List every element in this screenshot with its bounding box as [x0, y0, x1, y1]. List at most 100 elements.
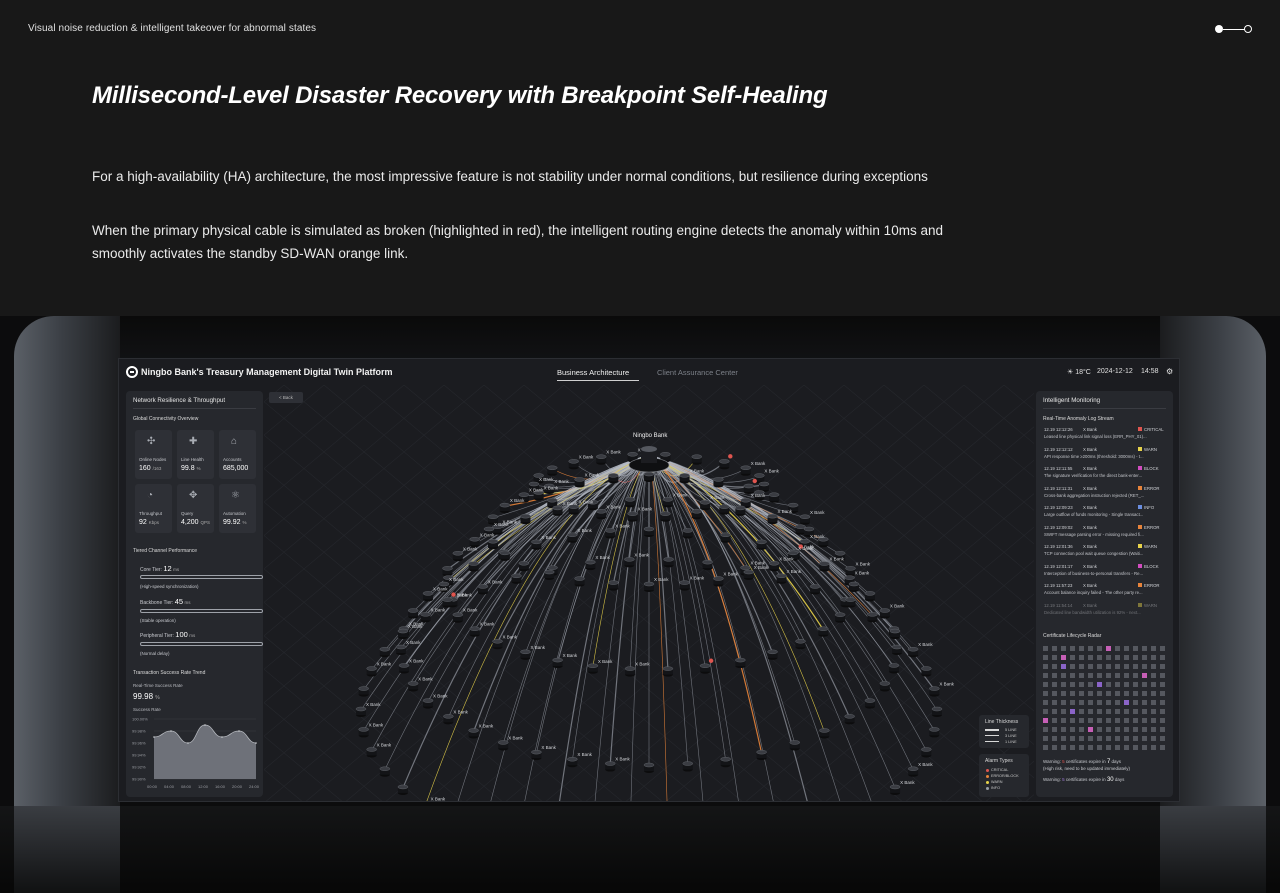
bank-node[interactable]	[682, 761, 693, 772]
bank-node[interactable]: X Bank	[438, 577, 464, 592]
certificate-cell[interactable]	[1124, 691, 1129, 696]
certificate-cell[interactable]	[1061, 745, 1066, 750]
certificate-cell[interactable]	[1079, 655, 1084, 660]
certificate-cell[interactable]	[1061, 646, 1066, 651]
certificate-cell[interactable]	[1106, 736, 1111, 741]
bank-node[interactable]	[888, 663, 900, 674]
bank-node[interactable]: X Bank	[544, 479, 570, 494]
certificate-cell[interactable]	[1070, 736, 1075, 741]
bank-node[interactable]: X Bank	[568, 500, 594, 515]
bank-node[interactable]: X Bank	[596, 450, 621, 465]
bank-node[interactable]	[544, 569, 555, 581]
bank-node[interactable]	[643, 526, 655, 537]
certificate-cell[interactable]	[1097, 682, 1102, 687]
certificate-cell[interactable]	[1079, 727, 1084, 732]
bank-node[interactable]	[547, 465, 558, 476]
bank-node[interactable]	[643, 762, 655, 773]
certificate-cell[interactable]	[1151, 736, 1156, 741]
certificate-cell[interactable]	[1151, 727, 1156, 732]
certificate-cell[interactable]	[1097, 664, 1102, 669]
certificate-cell[interactable]	[1124, 646, 1129, 651]
bank-node[interactable]: X Bank	[768, 556, 794, 572]
bank-node[interactable]	[845, 597, 856, 608]
certificate-cell[interactable]	[1079, 745, 1084, 750]
bank-node[interactable]: X Bank	[819, 557, 845, 572]
bank-node[interactable]	[720, 532, 731, 543]
certificate-cell[interactable]	[1088, 709, 1093, 714]
bank-node[interactable]	[809, 584, 821, 595]
bank-node[interactable]: X Bank	[398, 658, 424, 674]
back-button[interactable]: < Back	[269, 392, 303, 403]
certificate-cell[interactable]	[1106, 718, 1111, 723]
bank-node[interactable]: X Bank	[492, 520, 518, 535]
bank-node[interactable]	[834, 612, 846, 623]
bank-node[interactable]	[379, 766, 391, 777]
certificate-cell[interactable]	[1052, 718, 1057, 723]
certificate-cell[interactable]	[1070, 673, 1075, 678]
certificate-cell[interactable]	[1133, 700, 1138, 705]
alert-marker-icon[interactable]	[708, 658, 714, 663]
bank-node[interactable]: X Bank	[395, 640, 421, 655]
certificate-cell[interactable]	[1088, 682, 1093, 687]
bank-node[interactable]: X Bank	[787, 546, 813, 561]
certificate-cell[interactable]	[1052, 745, 1057, 750]
log-entry[interactable]: 12.19 12:01:36 X Bank WARN TCP connectio…	[1044, 544, 1170, 562]
bank-node[interactable]	[867, 612, 878, 623]
certificate-cell[interactable]	[1160, 745, 1165, 750]
certificate-cell[interactable]	[1052, 673, 1057, 678]
certificate-cell[interactable]	[1160, 718, 1165, 723]
certificate-cell[interactable]	[1061, 664, 1066, 669]
certificate-cell[interactable]	[1115, 691, 1120, 696]
certificate-cell[interactable]	[1124, 727, 1129, 732]
bank-node[interactable]: X Bank	[585, 555, 611, 571]
certificate-cell[interactable]	[1133, 691, 1138, 696]
certificate-cell[interactable]	[1061, 718, 1066, 723]
bank-node[interactable]	[719, 454, 733, 470]
certificate-cell[interactable]	[1097, 709, 1102, 714]
bank-node[interactable]: X Bank	[679, 576, 705, 591]
certificate-cell[interactable]	[1142, 673, 1147, 678]
bank-node[interactable]	[891, 644, 903, 655]
bank-node[interactable]: X Bank	[740, 461, 766, 476]
certificate-cell[interactable]	[1115, 727, 1120, 732]
certificate-cell[interactable]	[1106, 646, 1111, 651]
certificate-cell[interactable]	[1070, 745, 1075, 750]
certificate-cell[interactable]	[1088, 700, 1093, 705]
certificate-cell[interactable]	[1079, 682, 1084, 687]
certificate-cell[interactable]	[1052, 709, 1057, 714]
certificate-cell[interactable]	[1160, 736, 1165, 741]
bank-node[interactable]	[442, 566, 453, 577]
bank-node[interactable]	[756, 539, 767, 550]
bank-node[interactable]	[574, 576, 585, 587]
certificate-cell[interactable]	[1115, 664, 1120, 669]
certificate-cell[interactable]	[1088, 655, 1093, 660]
bank-node[interactable]	[660, 511, 671, 522]
bank-node[interactable]	[754, 490, 765, 501]
certificate-cell[interactable]	[1142, 727, 1147, 732]
bank-node[interactable]	[691, 509, 702, 520]
bank-node[interactable]	[795, 524, 806, 535]
certificate-cell[interactable]	[1124, 745, 1129, 750]
certificate-cell[interactable]	[1133, 646, 1138, 651]
certificate-cell[interactable]	[1061, 700, 1066, 705]
bank-node[interactable]	[518, 561, 530, 572]
certificate-cell[interactable]	[1115, 709, 1120, 714]
bank-node[interactable]	[819, 728, 830, 739]
pager-dot-active[interactable]	[1215, 25, 1223, 33]
certificate-cell[interactable]	[1052, 691, 1057, 696]
bank-node[interactable]: X Bank	[799, 510, 825, 525]
bank-node[interactable]: X Bank	[468, 723, 494, 739]
bank-node[interactable]: X Bank	[754, 469, 780, 484]
bank-node[interactable]: X Bank	[420, 607, 446, 623]
bank-node[interactable]	[691, 454, 702, 465]
certificate-cell[interactable]	[1160, 700, 1165, 705]
certificate-cell[interactable]	[1088, 673, 1093, 678]
certificate-cell[interactable]	[1070, 682, 1075, 687]
bank-node[interactable]: X Bank	[624, 552, 650, 568]
certificate-cell[interactable]	[1106, 664, 1111, 669]
certificate-cell[interactable]	[1088, 745, 1093, 750]
bank-node[interactable]: X Bank	[518, 488, 544, 503]
bank-node[interactable]	[795, 639, 806, 650]
certificate-cell[interactable]	[1160, 727, 1165, 732]
